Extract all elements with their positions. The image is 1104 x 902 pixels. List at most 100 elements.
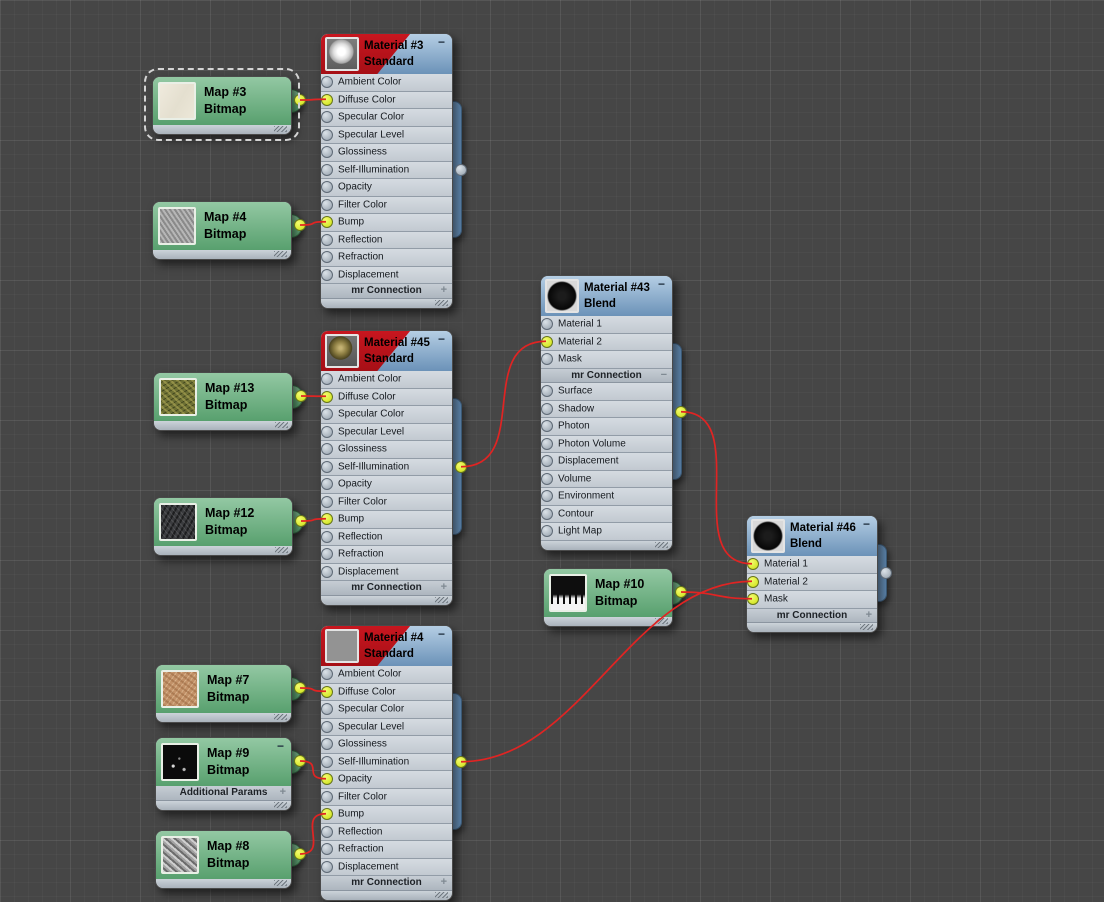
- output-socket[interactable]: [295, 515, 307, 527]
- plus-icon[interactable]: +: [440, 876, 447, 888]
- output-socket[interactable]: [294, 848, 306, 860]
- output-socket[interactable]: [880, 567, 892, 579]
- collapse-minus-icon[interactable]: −: [437, 35, 445, 49]
- slot-refraction[interactable]: Refraction: [321, 841, 452, 859]
- input-socket-photon[interactable]: [541, 420, 553, 433]
- slot-material-2[interactable]: Material 2: [747, 573, 877, 591]
- slot-bump[interactable]: Bump: [321, 511, 452, 529]
- slot-opacity[interactable]: Opacity: [321, 771, 452, 789]
- slot-bump[interactable]: Bump: [321, 214, 452, 232]
- input-socket-filter-color[interactable]: [321, 495, 333, 508]
- slot-photon[interactable]: Photon: [541, 418, 672, 436]
- input-socket-material-2[interactable]: [747, 575, 759, 588]
- slot-light-map[interactable]: Light Map: [541, 523, 672, 541]
- input-socket-ambient-color[interactable]: [321, 76, 333, 89]
- resize-grip-icon[interactable]: [274, 714, 287, 720]
- input-socket-specular-color[interactable]: [321, 111, 333, 124]
- input-socket-self-illumination[interactable]: [321, 460, 333, 473]
- input-socket-displacement[interactable]: [541, 455, 553, 468]
- slot-glossiness[interactable]: Glossiness: [321, 736, 452, 754]
- collapse-minus-icon[interactable]: −: [437, 627, 445, 641]
- slot-opacity[interactable]: Opacity: [321, 179, 452, 197]
- input-socket-reflection[interactable]: [321, 233, 333, 246]
- section-bar-mr-connection[interactable]: mr Connection−: [541, 368, 672, 383]
- slot-mask[interactable]: Mask: [541, 351, 672, 369]
- slot-shadow[interactable]: Shadow: [541, 400, 672, 418]
- slot-volume[interactable]: Volume: [541, 470, 672, 488]
- slot-displacement[interactable]: Displacement: [321, 858, 452, 876]
- output-socket[interactable]: [294, 755, 306, 767]
- slot-material-1[interactable]: Material 1: [747, 556, 877, 574]
- slot-material-2[interactable]: Material 2: [541, 333, 672, 351]
- slot-opacity[interactable]: Opacity: [321, 476, 452, 494]
- output-socket[interactable]: [294, 94, 306, 106]
- slot-specular-color[interactable]: Specular Color: [321, 701, 452, 719]
- input-socket-glossiness[interactable]: [321, 738, 333, 751]
- section-bar-mr-connection[interactable]: mr Connection+: [747, 608, 877, 623]
- slot-specular-level[interactable]: Specular Level: [321, 423, 452, 441]
- slot-filter-color[interactable]: Filter Color: [321, 788, 452, 806]
- input-socket-material-2[interactable]: [541, 335, 553, 348]
- slot-surface[interactable]: Surface: [541, 383, 672, 401]
- slot-displacement[interactable]: Displacement: [321, 563, 452, 581]
- resize-grip-icon[interactable]: [274, 126, 287, 132]
- slot-refraction[interactable]: Refraction: [321, 249, 452, 267]
- input-socket-reflection[interactable]: [321, 530, 333, 543]
- slot-ambient-color[interactable]: Ambient Color: [321, 666, 452, 684]
- output-socket[interactable]: [295, 390, 307, 402]
- input-socket-mask[interactable]: [747, 593, 759, 606]
- plus-icon[interactable]: +: [440, 581, 447, 593]
- input-socket-bump[interactable]: [321, 216, 333, 229]
- input-socket-filter-color[interactable]: [321, 790, 333, 803]
- input-socket-refraction[interactable]: [321, 251, 333, 264]
- input-socket-surface[interactable]: [541, 385, 553, 398]
- input-socket-specular-color[interactable]: [321, 408, 333, 421]
- resize-grip-icon[interactable]: [274, 880, 287, 886]
- slot-bump[interactable]: Bump: [321, 806, 452, 824]
- slot-self-illumination[interactable]: Self-Illumination: [321, 458, 452, 476]
- slot-photon-volume[interactable]: Photon Volume: [541, 435, 672, 453]
- slot-glossiness[interactable]: Glossiness: [321, 441, 452, 459]
- slot-ambient-color[interactable]: Ambient Color: [321, 74, 452, 92]
- input-socket-displacement[interactable]: [321, 860, 333, 873]
- wire-map-10-to-material-46[interactable]: [680, 591, 753, 600]
- collapse-minus-icon[interactable]: −: [437, 332, 445, 346]
- section-bar-mr-connection[interactable]: mr Connection+: [321, 876, 452, 891]
- wire-material-45-to-material-43[interactable]: [460, 340, 547, 468]
- input-socket-bump[interactable]: [321, 513, 333, 526]
- slot-ambient-color[interactable]: Ambient Color: [321, 371, 452, 389]
- plus-icon[interactable]: +: [279, 786, 286, 798]
- input-socket-glossiness[interactable]: [321, 443, 333, 456]
- slot-reflection[interactable]: Reflection: [321, 231, 452, 249]
- slot-specular-color[interactable]: Specular Color: [321, 406, 452, 424]
- slot-diffuse-color[interactable]: Diffuse Color: [321, 91, 452, 109]
- output-socket[interactable]: [294, 219, 306, 231]
- input-socket-contour[interactable]: [541, 507, 553, 520]
- input-socket-diffuse-color[interactable]: [321, 685, 333, 698]
- input-socket-self-illumination[interactable]: [321, 163, 333, 176]
- resize-grip-icon[interactable]: [274, 251, 287, 257]
- input-socket-specular-level[interactable]: [321, 720, 333, 733]
- section-bar-mr-connection[interactable]: mr Connection+: [321, 284, 452, 299]
- wire-material-43-to-material-46[interactable]: [680, 410, 753, 565]
- input-socket-bump[interactable]: [321, 808, 333, 821]
- slot-material-1[interactable]: Material 1: [541, 316, 672, 334]
- resize-grip-icon[interactable]: [860, 624, 873, 630]
